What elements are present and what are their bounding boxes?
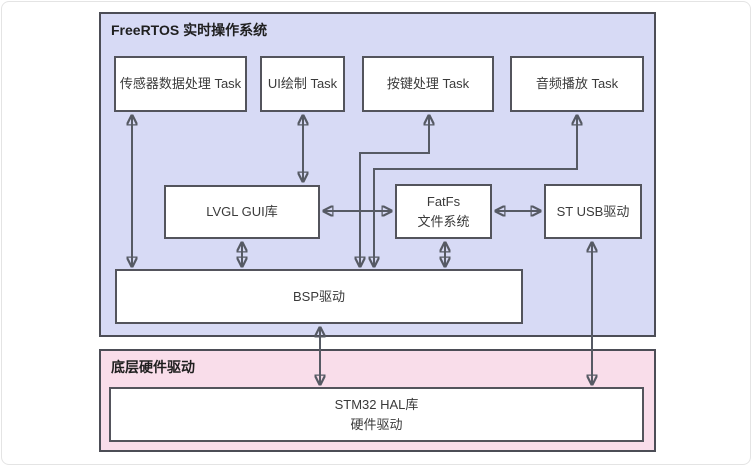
node-lvgl-gui: LVGL GUI库: [164, 185, 320, 239]
node-sensor-task: 传感器数据处理 Task: [114, 56, 247, 112]
hardware-section-title: 底层硬件驱动: [111, 359, 195, 375]
node-audio-task: 音频播放 Task: [510, 56, 644, 112]
node-key-task: 按键处理 Task: [362, 56, 494, 112]
node-st-usb-label: ST USB驱动: [556, 203, 630, 219]
freertos-section-title: FreeRTOS 实时操作系统: [111, 22, 268, 38]
node-bsp: BSP驱动: [115, 269, 523, 324]
node-audio-task-label: 音频播放 Task: [535, 76, 619, 91]
node-fatfs: FatFs 文件系统: [395, 184, 492, 239]
node-stm32-hal-label-line2: 硬件驱动: [350, 416, 403, 432]
node-bsp-label: BSP驱动: [292, 288, 345, 304]
node-stm32-hal-label-line1: STM32 HAL库: [334, 396, 419, 412]
node-ui-task-label: UI绘制 Task: [267, 76, 338, 91]
node-st-usb: ST USB驱动: [544, 184, 642, 239]
node-lvgl-gui-label: LVGL GUI库: [206, 204, 278, 219]
node-sensor-task-label: 传感器数据处理 Task: [119, 76, 242, 91]
node-stm32-hal: STM32 HAL库 硬件驱动: [109, 387, 644, 442]
node-fatfs-label-line1: FatFs: [426, 193, 461, 209]
node-key-task-label: 按键处理 Task: [386, 76, 470, 91]
node-fatfs-label-line2: 文件系统: [417, 213, 470, 229]
node-ui-task: UI绘制 Task: [260, 56, 345, 112]
